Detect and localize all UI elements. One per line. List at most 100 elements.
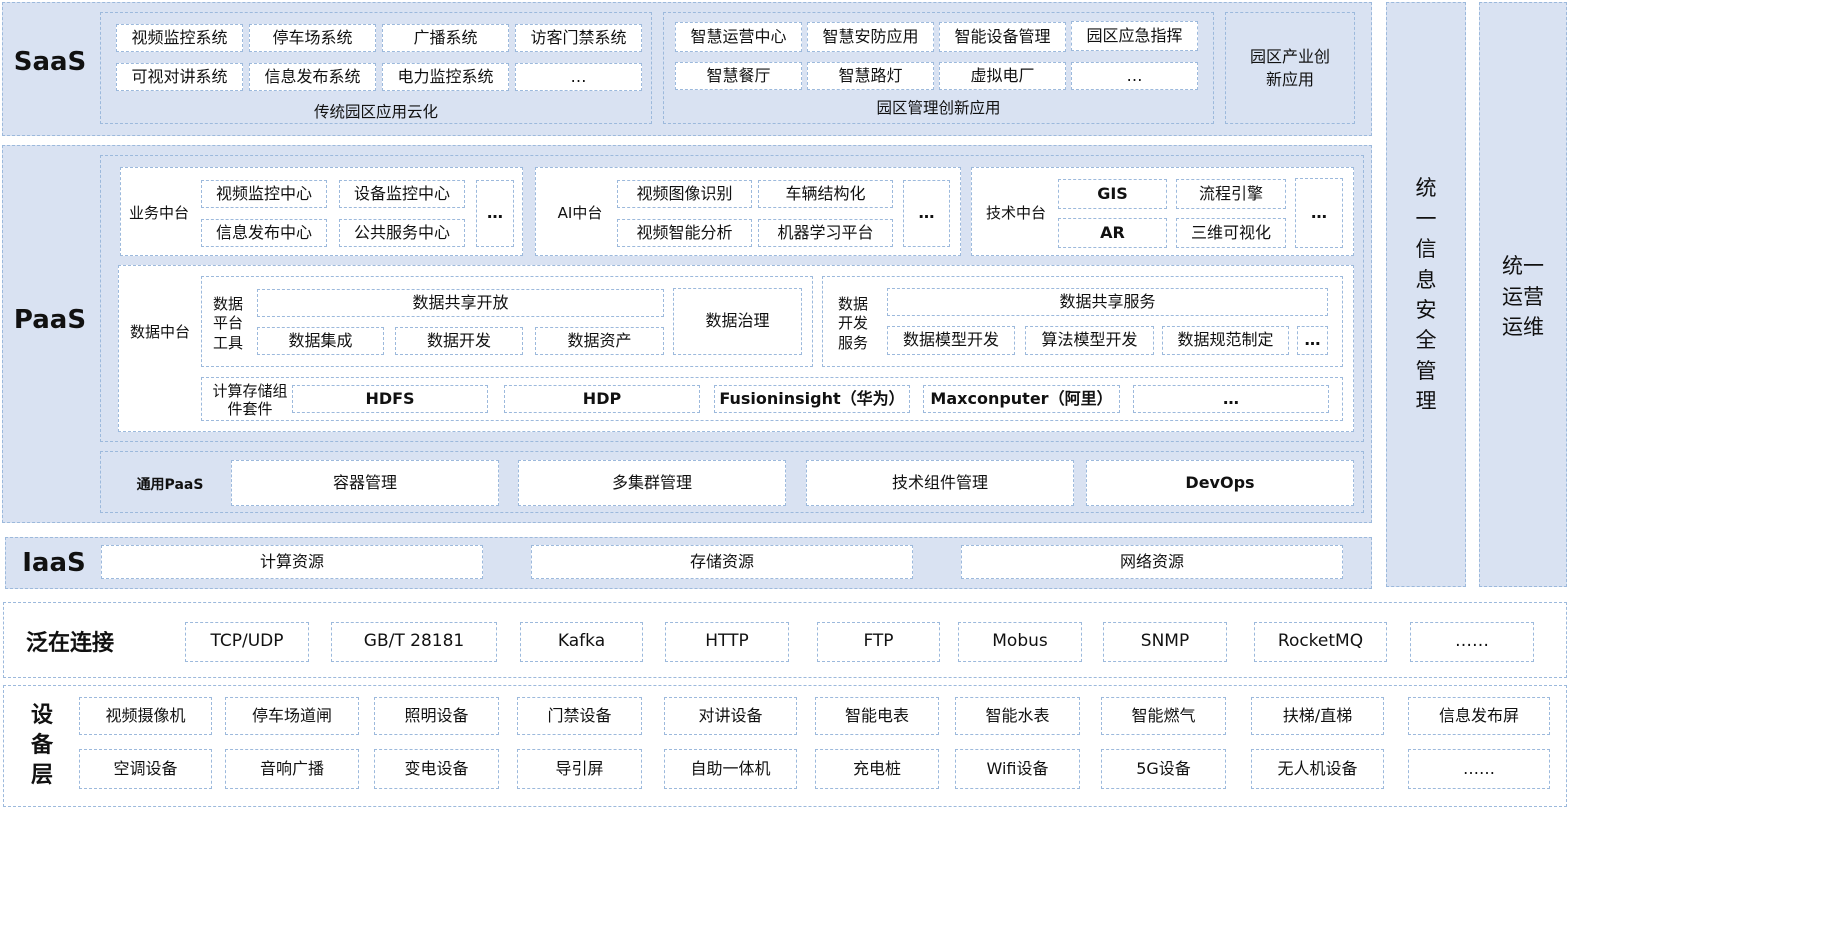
device-box: 充电桩 xyxy=(815,749,939,789)
data-dev-more: … xyxy=(1297,326,1328,355)
general-paas-group xyxy=(100,451,1364,513)
saas-app-box: 信息发布系统 xyxy=(249,63,376,91)
paas-middle-platform-group xyxy=(100,155,1364,442)
device-box: 智能电表 xyxy=(815,697,939,735)
tech-item: AR xyxy=(1058,218,1167,248)
device-box: 门禁设备 xyxy=(517,697,642,735)
data-tools-group xyxy=(201,276,813,367)
storage-item: Maxconputer（阿里） xyxy=(923,385,1120,413)
business-item: 公共服务中心 xyxy=(339,219,465,247)
general-paas-item: 技术组件管理 xyxy=(806,460,1074,506)
business-platform-label: 业务中台 xyxy=(128,203,189,222)
ops-label: 统一运营运维 xyxy=(1502,254,1544,340)
general-paas-item: DevOps xyxy=(1086,460,1354,506)
iaas-item: 计算资源 xyxy=(101,545,483,579)
ai-more: … xyxy=(903,180,950,247)
protocol-box: TCP/UDP xyxy=(185,622,309,662)
device-box: 信息发布屏 xyxy=(1408,697,1550,735)
protocol-box: …… xyxy=(1410,622,1534,662)
device-box: 无人机设备 xyxy=(1251,749,1384,789)
iaas-item: 存储资源 xyxy=(531,545,913,579)
saas-traditional-group xyxy=(100,12,652,124)
device-box: …… xyxy=(1408,749,1550,789)
business-item: 信息发布中心 xyxy=(201,219,327,247)
saas-app-box: 视频监控系统 xyxy=(116,24,243,52)
saas-app-box: … xyxy=(1071,62,1198,90)
saas-app-box: 智能设备管理 xyxy=(939,22,1066,52)
saas-app-box: 访客门禁系统 xyxy=(515,24,642,52)
tech-item: 三维可视化 xyxy=(1176,218,1286,248)
saas-app-box: 停车场系统 xyxy=(249,24,376,52)
security-column xyxy=(1386,2,1466,587)
saas-industry-box: 园区产业创新应用 xyxy=(1225,12,1355,124)
protocol-box: Mobus xyxy=(958,622,1082,662)
saas-app-box: 虚拟电厂 xyxy=(939,62,1066,90)
ai-item: 车辆结构化 xyxy=(758,180,893,208)
protocol-box: FTP xyxy=(817,622,940,662)
device-box: 自助一体机 xyxy=(664,749,797,789)
data-tools-label: 数据平台工具 xyxy=(212,294,243,352)
business-item: 设备监控中心 xyxy=(339,180,465,208)
data-dev-item: 数据模型开发 xyxy=(887,326,1015,355)
saas-app-box: … xyxy=(515,63,642,91)
business-more: … xyxy=(476,180,514,247)
connect-label: 泛在连接 xyxy=(25,631,114,656)
device-box: 智能水表 xyxy=(955,697,1080,735)
data-tool-item: 数据集成 xyxy=(257,327,384,355)
general-paas-label: 通用PaaS xyxy=(136,477,204,493)
ai-item: 视频图像识别 xyxy=(617,180,752,208)
storage-item: HDFS xyxy=(292,385,488,413)
protocol-box: HTTP xyxy=(665,622,789,662)
saas-management-group xyxy=(663,12,1214,124)
data-platform-label: 数据中台 xyxy=(129,322,190,341)
device-box: 照明设备 xyxy=(374,697,499,735)
storage-item: Fusioninsight（华为） xyxy=(714,385,910,413)
device-layer xyxy=(3,685,1567,807)
tech-more: … xyxy=(1295,178,1343,248)
saas-label: SaaS xyxy=(13,47,87,77)
tech-item: GIS xyxy=(1058,179,1167,209)
saas-app-box: 智慧餐厅 xyxy=(675,62,802,90)
ai-platform-label: AI中台 xyxy=(557,203,603,222)
protocol-box: SNMP xyxy=(1103,622,1227,662)
storage-item: … xyxy=(1133,385,1329,413)
device-box: 空调设备 xyxy=(79,749,212,789)
data-tool-item: 数据开发 xyxy=(395,327,523,355)
saas-app-box: 智慧路灯 xyxy=(807,62,934,90)
protocol-box: GB/T 28181 xyxy=(331,622,497,662)
saas-app-box: 可视对讲系统 xyxy=(116,63,243,91)
device-box: 对讲设备 xyxy=(664,697,797,735)
security-label: 统一信息安全管理 xyxy=(1415,176,1437,413)
data-tool-item: 数据资产 xyxy=(535,327,664,355)
device-box: 停车场道闸 xyxy=(225,697,359,735)
data-governance: 数据治理 xyxy=(673,288,802,355)
device-label: 设备层 xyxy=(30,703,53,788)
saas-traditional-caption: 传统园区应用云化 xyxy=(313,103,438,121)
ai-item: 视频智能分析 xyxy=(617,219,752,247)
data-dev-item: 数据规范制定 xyxy=(1162,326,1289,355)
saas-app-box: 智慧安防应用 xyxy=(807,22,934,52)
paas-label: PaaS xyxy=(13,305,87,335)
storage-item: HDP xyxy=(504,385,700,413)
device-box: 导引屏 xyxy=(517,749,642,789)
protocol-box: Kafka xyxy=(520,622,643,662)
iaas-label: IaaS xyxy=(22,548,86,578)
ops-column xyxy=(1479,2,1567,587)
tech-platform-label: 技术中台 xyxy=(985,203,1046,222)
saas-app-box: 智慧运营中心 xyxy=(675,22,802,52)
device-box: Wifi设备 xyxy=(955,749,1080,789)
data-share-open: 数据共享开放 xyxy=(257,289,664,317)
device-box: 音响广播 xyxy=(225,749,359,789)
business-item: 视频监控中心 xyxy=(201,180,327,208)
data-share-service: 数据共享服务 xyxy=(887,288,1328,316)
general-paas-item: 容器管理 xyxy=(231,460,499,506)
connect-layer xyxy=(3,602,1567,678)
data-dev-group xyxy=(822,276,1343,367)
protocol-box: RocketMQ xyxy=(1254,622,1387,662)
saas-management-caption: 园区管理创新应用 xyxy=(876,99,1001,117)
saas-app-box: 园区应急指挥 xyxy=(1071,21,1198,51)
device-box: 视频摄像机 xyxy=(79,697,212,735)
data-dev-label: 数据开发服务 xyxy=(837,294,868,352)
iaas-item: 网络资源 xyxy=(961,545,1343,579)
saas-app-box: 广播系统 xyxy=(382,24,509,52)
